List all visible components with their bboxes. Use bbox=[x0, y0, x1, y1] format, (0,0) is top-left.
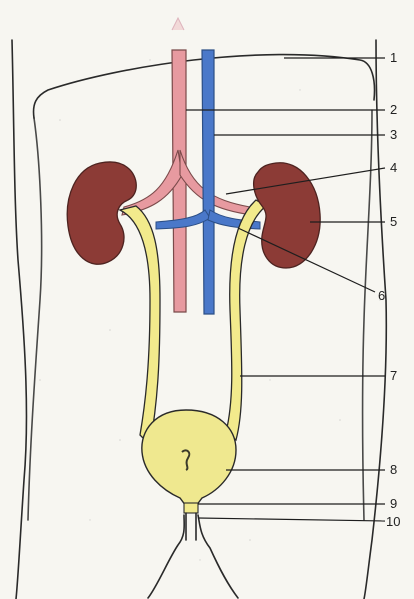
label-5: 5 bbox=[390, 214, 397, 229]
bladder bbox=[142, 410, 236, 506]
label-8: 8 bbox=[390, 462, 397, 477]
label-9: 9 bbox=[390, 496, 397, 511]
label-3: 3 bbox=[390, 127, 397, 142]
label-2: 2 bbox=[390, 102, 397, 117]
callout-labels: 1 2 3 4 5 6 7 8 9 10 bbox=[378, 50, 400, 529]
urethra bbox=[184, 503, 198, 540]
label-7: 7 bbox=[390, 368, 397, 383]
label-1: 1 bbox=[390, 50, 397, 65]
right-kidney bbox=[254, 163, 321, 268]
body-outline bbox=[12, 40, 386, 599]
label-10: 10 bbox=[386, 514, 400, 529]
leader-10 bbox=[198, 518, 385, 521]
label-4: 4 bbox=[390, 160, 397, 175]
ureters bbox=[120, 200, 266, 445]
label-6: 6 bbox=[378, 288, 385, 303]
